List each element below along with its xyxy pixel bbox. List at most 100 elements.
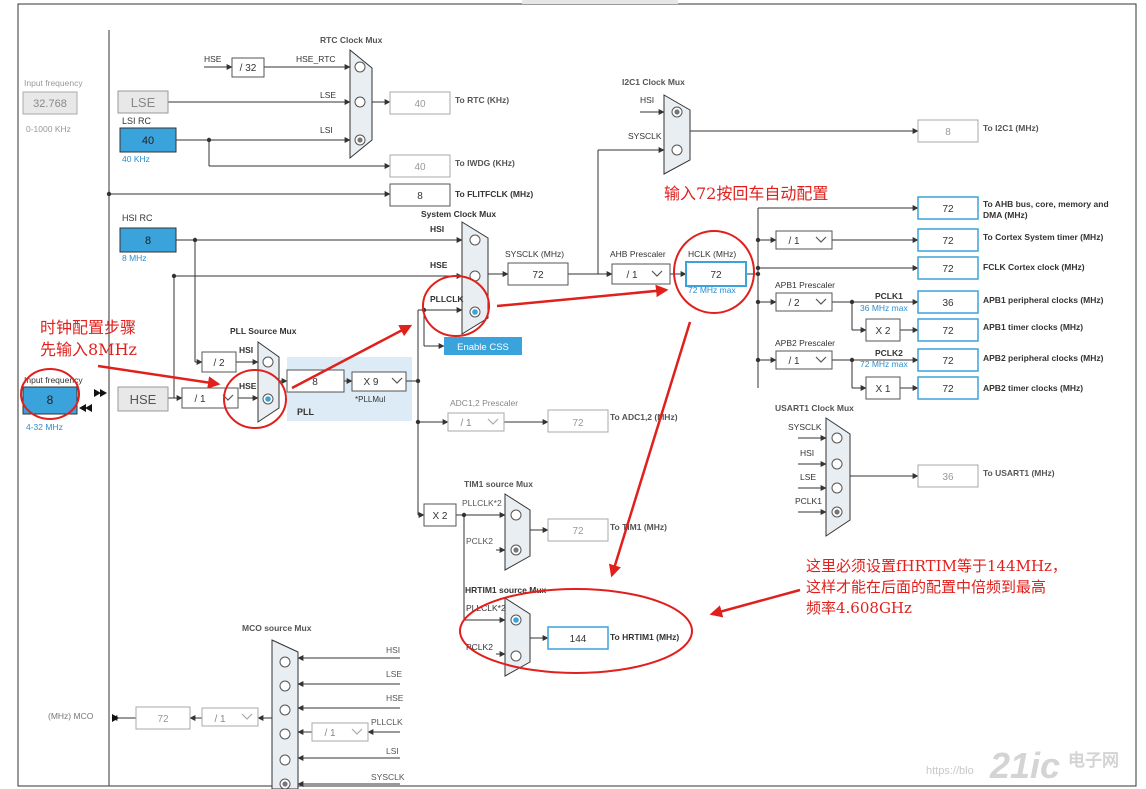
- apb1-prescaler-value[interactable]: / 2: [788, 298, 800, 309]
- sysmux-pllclk-label: PLLCLK: [430, 294, 464, 304]
- mco-input-sysclk: SYSCLK: [371, 772, 405, 782]
- pllmul-label: *PLLMul: [355, 395, 385, 404]
- hrtim1-output-label: To HRTIM1 (MHz): [610, 632, 679, 642]
- mco-pll-div-select[interactable]: [311, 722, 369, 742]
- apb1-timer-label: APB1 timer clocks (MHz): [983, 322, 1083, 332]
- iwdg-output-box: [389, 154, 451, 178]
- tim1-x2-box: [423, 503, 457, 527]
- mco-div-select[interactable]: [201, 707, 259, 727]
- hse-range-label: 4-32 MHz: [26, 422, 63, 432]
- i2c1-output-value: 8: [945, 127, 951, 138]
- chevron-down-icon[interactable]: [391, 377, 403, 384]
- chevron-down-icon[interactable]: [815, 298, 827, 305]
- mco-output-label: (MHz) MCO: [48, 711, 94, 721]
- top-tab-indicator: [522, 0, 678, 4]
- usart1-input-pclk1: PCLK1: [795, 496, 822, 506]
- pllclk-highlight-circle: [422, 275, 490, 337]
- chevron-down-icon[interactable]: [815, 236, 827, 243]
- cortex-timer-value: 72: [942, 236, 954, 247]
- hrtim1-pclk2-label: PCLK2: [466, 642, 493, 652]
- lse-label: LSE: [131, 95, 156, 110]
- hse-input-freq-value[interactable]: 8: [47, 393, 54, 407]
- apb1-prescaler-label: APB1 Prescaler: [775, 280, 835, 290]
- lse-input-freq-label: Input frequency: [24, 78, 83, 88]
- adc-prescaler-value[interactable]: / 1: [460, 418, 472, 429]
- lse-input-freq-field[interactable]: [22, 91, 78, 115]
- selected-radio-dots: [265, 109, 840, 787]
- pclk1-label: PCLK1: [875, 291, 903, 301]
- apb2-prescaler-value[interactable]: / 1: [788, 356, 800, 367]
- chevron-down-icon[interactable]: [487, 418, 499, 425]
- ahb-output-box: [917, 196, 979, 220]
- apb2-prescaler-select[interactable]: [775, 350, 833, 370]
- pllmul-select[interactable]: [351, 371, 407, 392]
- apb1-periph-label: APB1 peripheral clocks (MHz): [983, 295, 1104, 305]
- hse-block: [117, 386, 169, 412]
- enable-css-label[interactable]: Enable CSS: [457, 342, 509, 353]
- hsi-rc-value: 8: [145, 235, 151, 247]
- cortex-div-select[interactable]: [775, 230, 833, 250]
- hsi-rc-label: HSI RC: [122, 213, 153, 223]
- ahb-output-label: To AHB bus, core, memory and DMA (MHz): [983, 199, 1109, 220]
- usart1-output-value: 36: [942, 472, 954, 483]
- apb1-periph-output-box: [917, 290, 979, 314]
- mux-radio-buttons[interactable]: [262, 61, 843, 789]
- hclk-highlight-circle: [673, 230, 755, 314]
- pll-source-mux[interactable]: [257, 341, 280, 423]
- apb1-prescaler-select[interactable]: [775, 292, 833, 312]
- annotation-arrow: [608, 321, 692, 578]
- hse-prediv-value[interactable]: / 1: [194, 394, 206, 405]
- chevron-down-icon[interactable]: [241, 713, 253, 720]
- hclk-input[interactable]: [685, 261, 747, 287]
- apb2-timer-value: 72: [942, 384, 954, 395]
- ahb-prescaler-select[interactable]: [611, 263, 671, 285]
- chevron-down-icon[interactable]: [651, 270, 663, 277]
- mco-div-value[interactable]: / 1: [214, 714, 226, 725]
- watermark-logo: 21ic: [989, 745, 1060, 786]
- system-mux-title: System Clock Mux: [421, 209, 496, 219]
- annotation-hrtim: 这里必须设置fHRTIM等于144MHz， 这样才能在后面的配置中倍频到最高 频…: [806, 557, 1067, 617]
- adc-prescaler-select[interactable]: [447, 412, 505, 432]
- usart1-clock-mux[interactable]: [825, 417, 851, 537]
- i2c1-hsi-label: HSI: [640, 95, 654, 105]
- apb2-periph-value: 72: [942, 356, 954, 367]
- cortex-div-value[interactable]: / 1: [788, 236, 800, 247]
- mco-output-box: [135, 706, 191, 730]
- pllsrc-hsi-label: HSI: [239, 345, 253, 355]
- pll-input-value: 8: [312, 377, 318, 388]
- chevron-down-icon[interactable]: [815, 356, 827, 363]
- mco-input-hsi: HSI: [386, 645, 400, 655]
- rtc-mux-title: RTC Clock Mux: [320, 35, 383, 45]
- hrtim1-highlight-circle: [459, 588, 693, 674]
- ahb-prescaler-value[interactable]: / 1: [626, 270, 638, 281]
- hrtim1-pllclk2-label: PLLCLK*2: [466, 603, 506, 613]
- mco-input-lse: LSE: [386, 669, 402, 679]
- i2c1-clock-mux[interactable]: [663, 94, 691, 175]
- watermark-brand: 电子网: [1068, 750, 1119, 770]
- mco-output-value: 72: [157, 714, 169, 725]
- hsi-div2-text: / 2: [213, 358, 225, 369]
- lse-input-freq-value[interactable]: 32.768: [33, 98, 67, 110]
- watermark-url: https://blo: [926, 765, 974, 777]
- tim1-source-mux[interactable]: [504, 493, 531, 571]
- hclk-value[interactable]: 72: [710, 270, 722, 281]
- pllmul-value[interactable]: X 9: [363, 377, 378, 388]
- sysclk-label: SYSCLK (MHz): [505, 249, 564, 259]
- pll-input-box: [286, 369, 345, 393]
- usart1-output-box: [917, 464, 979, 488]
- chevron-down-icon[interactable]: [351, 728, 363, 735]
- hse-input-freq-field[interactable]: [22, 386, 78, 415]
- apb1-timer-mul-box: [865, 318, 901, 342]
- annotation-step-hse: 时钟配置步骤 先输入8MHz: [40, 318, 137, 359]
- rtc-output-value: 40: [414, 99, 426, 110]
- mco-pll-div-value[interactable]: / 1: [324, 728, 336, 739]
- enable-css-button[interactable]: [444, 337, 522, 355]
- cortex-timer-label: To Cortex System timer (MHz): [983, 232, 1103, 242]
- i2c1-output-box: [917, 119, 979, 143]
- iwdg-output-value: 40: [414, 162, 426, 173]
- apb2-prescaler-label: APB2 Prescaler: [775, 338, 835, 348]
- adc-output-box: [547, 409, 609, 433]
- tim1-x2-text: X 2: [432, 511, 447, 522]
- pclk2-label: PCLK2: [875, 348, 903, 358]
- fclk-label: FCLK Cortex clock (MHz): [983, 262, 1085, 272]
